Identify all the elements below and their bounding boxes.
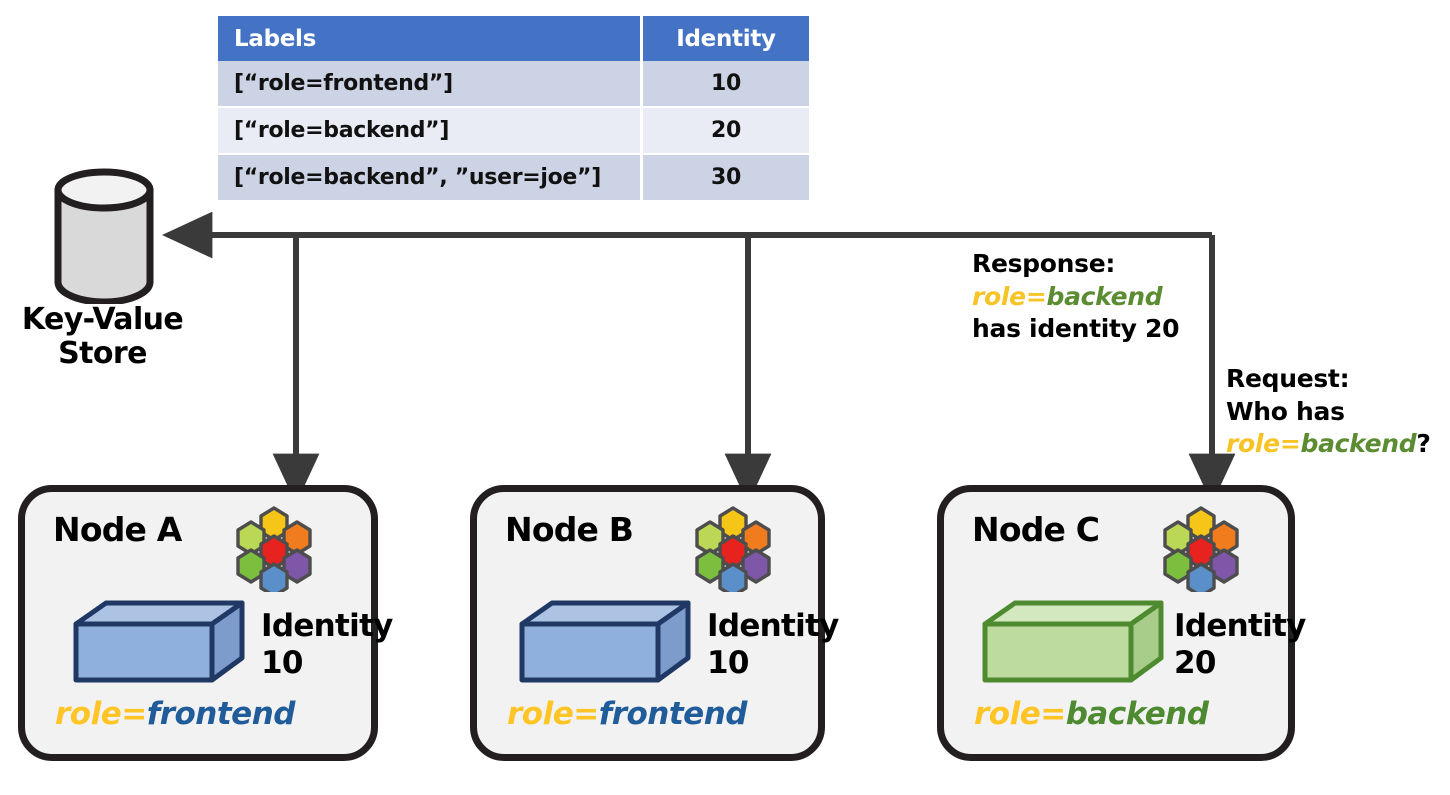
role-key: role= — [974, 696, 1066, 732]
request-question-mark: ? — [1416, 429, 1431, 458]
node-b-identity: Identity 10 — [707, 608, 839, 681]
cell-labels: [“role=frontend”] — [218, 61, 642, 108]
cell-identity: 20 — [640, 107, 809, 155]
role-value: frontend — [598, 696, 748, 732]
identity-lookup-table: Labels Identity [“role=frontend”] 10 [“r… — [218, 16, 809, 202]
identity-label: Identity — [1174, 608, 1306, 644]
cell-identity: 10 — [640, 61, 809, 108]
node-card-a[interactable]: Node A — [18, 485, 393, 761]
role-key: role= — [55, 696, 147, 732]
hexagon-cluster-icon — [688, 506, 778, 598]
response-role-value: backend — [1046, 281, 1163, 311]
table-body: [“role=frontend”] 10 [“role=backend”] 20… — [218, 61, 809, 202]
request-line2: Who has — [1226, 396, 1345, 426]
role-value: backend — [1065, 696, 1209, 732]
response-selector: role=backend — [972, 281, 1179, 314]
identity-value: 10 — [261, 644, 303, 681]
cell-labels: [“role=backend”, ”user=joe”] — [218, 154, 642, 202]
table-row: [“role=frontend”] 10 — [218, 61, 809, 108]
response-title: Response: — [972, 249, 1116, 278]
table-header-row: Labels Identity — [218, 16, 809, 61]
hexagon-cluster-icon — [229, 506, 319, 598]
hexagon-cluster-icon — [1156, 506, 1246, 598]
response-tail: has identity 20 — [972, 314, 1180, 343]
node-b-identity-cube — [519, 600, 691, 684]
request-role-value: backend — [1300, 429, 1417, 458]
node-c-identity: Identity 20 — [1174, 608, 1306, 681]
table-row: [“role=backend”] 20 — [218, 107, 809, 155]
role-value: frontend — [146, 696, 296, 732]
column-header-identity: Identity — [640, 16, 809, 61]
identity-value: 10 — [707, 644, 749, 681]
store-label-line2: Store — [58, 335, 147, 371]
table-header: Labels Identity — [218, 16, 809, 61]
request-annotation: Request: Who has role=backend? — [1226, 363, 1431, 461]
cell-identity: 30 — [640, 154, 809, 202]
response-role-key: role= — [972, 281, 1047, 311]
column-header-labels: Labels — [218, 16, 642, 61]
identity-label: Identity — [261, 608, 393, 644]
node-card-b[interactable]: Node B — [470, 485, 839, 761]
node-b-role-label: role=frontend — [507, 696, 747, 732]
request-selector: role=backend? — [1226, 428, 1431, 461]
store-label-line1: Key-Value — [21, 302, 184, 337]
database-cylinder-icon — [52, 168, 156, 304]
identity-value: 20 — [1174, 644, 1216, 681]
node-a-identity: Identity 10 — [261, 608, 393, 681]
node-a-role-label: role=frontend — [55, 696, 295, 732]
node-b-title: Node B — [505, 510, 634, 549]
table-row: [“role=backend”, ”user=joe”] 30 — [218, 154, 809, 202]
identity-label: Identity — [707, 608, 839, 644]
node-card-c[interactable]: Node C — [937, 485, 1306, 761]
request-role-key: role= — [1226, 429, 1301, 458]
key-value-store-label: Key-Value Store — [0, 303, 205, 370]
node-c-role-label: role=backend — [974, 696, 1209, 732]
node-a-title: Node A — [53, 510, 182, 549]
node-c-identity-cube — [982, 600, 1164, 684]
role-key: role= — [507, 696, 599, 732]
response-annotation: Response: role=backend has identity 20 — [972, 248, 1180, 346]
node-a-identity-cube — [73, 600, 245, 684]
node-c-title: Node C — [972, 510, 1100, 549]
cell-labels: [“role=backend”] — [218, 107, 642, 155]
request-title: Request: — [1226, 364, 1350, 393]
